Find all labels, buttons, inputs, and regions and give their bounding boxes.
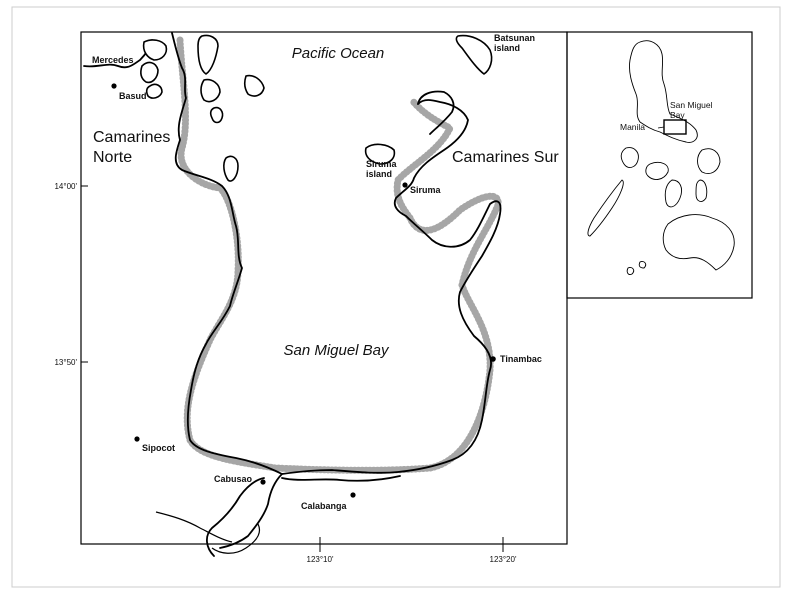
batsunan-label-2: island: [494, 43, 520, 53]
cabusao-marker: [260, 479, 266, 485]
graticule-ticks: [81, 185, 504, 552]
siruma-island-label-1: Siruma: [366, 159, 398, 169]
batsunan-label-1: Batsunan: [494, 33, 535, 43]
mercedes-label: Mercedes: [92, 55, 134, 65]
tinambac-label: Tinambac: [500, 354, 542, 364]
inset-manila-label: Manila: [620, 122, 645, 132]
inset-samar: [697, 148, 721, 174]
inset-mindanao: [662, 214, 735, 271]
lon-label-123-20: 123°20': [490, 555, 517, 564]
page-border: [11, 6, 781, 588]
basud-label: Basud: [119, 91, 147, 101]
calabanga-label: Calabanga: [301, 501, 348, 511]
island-mercedes-3: [145, 83, 163, 99]
mainland-coastline: [171, 32, 502, 475]
lat-label-14-00: 14°00': [54, 182, 77, 191]
inset-panay: [645, 161, 669, 180]
island-siruma: [364, 143, 396, 165]
south-coastline-east: [281, 475, 401, 482]
inset-frame: [566, 31, 753, 299]
calabanga-marker: [350, 492, 356, 498]
san-miguel-bay-label: San Miguel Bay: [283, 342, 390, 359]
settlements: [111, 83, 496, 498]
siruma-peninsula-coastline: [417, 90, 455, 135]
southwest-coastline: [206, 477, 265, 557]
cabusao-coastline: [219, 473, 283, 549]
siruma-label: Siruma: [410, 185, 442, 195]
island-mercedes-2: [140, 61, 159, 84]
camarines-norte-label-1: Camarines: [93, 129, 170, 146]
sipocot-marker: [134, 436, 140, 442]
island-east-small: [243, 74, 265, 97]
islands: [140, 34, 493, 182]
basud-marker: [111, 83, 117, 89]
camarines-norte-label-2: Norte: [93, 149, 132, 166]
inset-bay-label-1: San Miguel: [670, 100, 713, 110]
island-apuao-1: [197, 34, 219, 75]
camarines-sur-label: Camarines Sur: [452, 149, 559, 166]
island-mercedes-1: [142, 39, 168, 61]
pacific-ocean-label: Pacific Ocean: [292, 45, 385, 62]
cabusao-label: Cabusao: [214, 474, 253, 484]
inset-mindoro: [620, 147, 639, 168]
island-apuao-3: [209, 106, 224, 124]
inset-palawan: [587, 179, 624, 237]
river-loop: [211, 523, 261, 554]
inset-bay-label-2: Bay: [670, 110, 685, 120]
island-central: [223, 155, 239, 182]
siruma-island-label-2: island: [366, 169, 392, 179]
siruma-marker: [402, 182, 408, 188]
inset-leyte: [695, 179, 708, 202]
philippines-inset: Manila San Miguel Bay: [566, 31, 753, 299]
inset-small-isle-1: [626, 267, 635, 275]
lon-label-123-10: 123°10': [307, 555, 334, 564]
lat-label-13-50: 13°50': [54, 358, 77, 367]
inset-luzon: [629, 40, 698, 143]
sipocot-label: Sipocot: [142, 443, 175, 453]
inset-negros: [664, 179, 683, 208]
tinambac-marker: [490, 356, 496, 362]
island-apuao-2: [200, 78, 221, 103]
inset-small-isle-2: [638, 261, 647, 269]
river-southwest: [155, 511, 233, 543]
island-batsunan: [455, 34, 493, 75]
inset-manila-pointer: [657, 126, 665, 129]
